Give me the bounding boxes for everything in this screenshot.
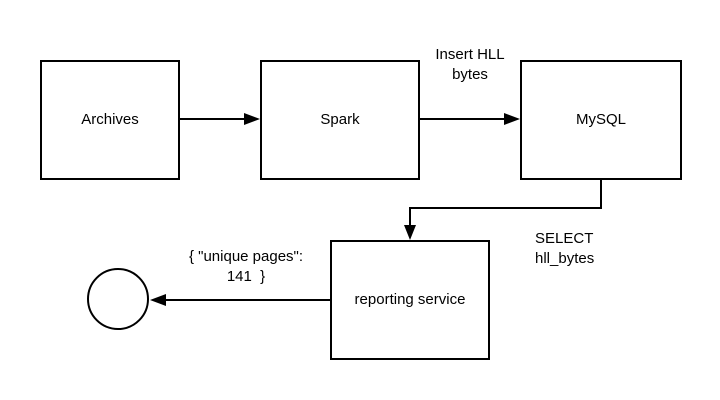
node-output-circle bbox=[87, 268, 149, 330]
arrow-archives-to-spark bbox=[180, 113, 260, 125]
node-mysql: MySQL bbox=[520, 60, 682, 180]
edge-label-unique-pages: { "unique pages": 141 } bbox=[188, 248, 304, 285]
node-spark-label: Spark bbox=[320, 111, 360, 128]
node-mysql-label: MySQL bbox=[575, 111, 626, 128]
arrow-reporting-to-output bbox=[150, 294, 330, 306]
node-reporting-service: reporting service bbox=[330, 240, 490, 360]
edge-label-insert-hll-bytes: Insert HLL bytes bbox=[435, 46, 505, 83]
arrow-spark-to-mysql bbox=[420, 113, 520, 125]
node-archives: Archives bbox=[40, 60, 180, 180]
edge-label-select-hll-bytes: SELECT hll_bytes bbox=[535, 230, 595, 267]
node-spark: Spark bbox=[260, 60, 420, 180]
node-archives-label: Archives bbox=[81, 111, 139, 128]
node-reporting-service-label: reporting service bbox=[354, 291, 466, 308]
arrow-mysql-to-reporting bbox=[404, 180, 602, 240]
